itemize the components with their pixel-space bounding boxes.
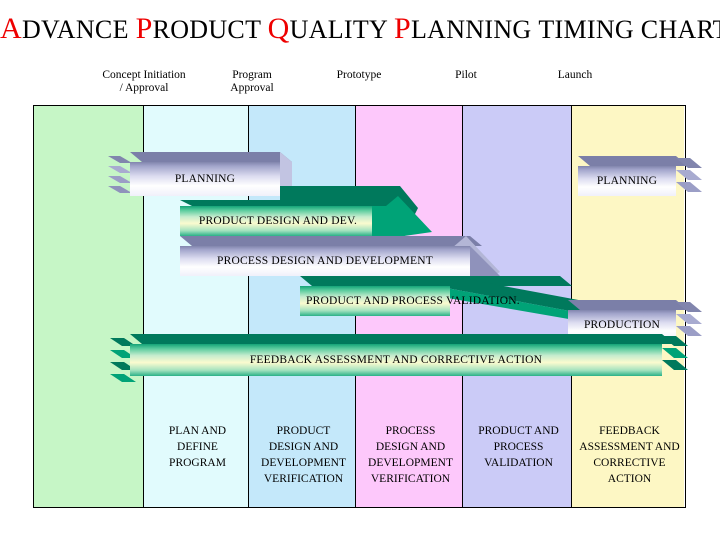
bar-validation-label: PRODUCT AND PROCESS VALIDATION. [306,295,520,307]
bar-planning-label: PLANNING [174,173,236,185]
bar-product-design-label: PRODUCT DESIGN AND DEV. [198,215,358,227]
deliverable-process-design: PROCESS DESIGN AND DEVELOPMENT VERIFICAT… [368,425,453,485]
title-word-1-rest: DVANCE [21,15,129,44]
bar-planning-label-box: PLANNING [130,162,280,196]
deliverable-feedback: FEEDBACK ASSESSMENT AND CORRECTIVE ACTIO… [579,425,680,485]
title-dropcap-a: A [0,12,22,45]
deliverable-product-design: PRODUCT DESIGN AND DEVELOPMENT VERIFICAT… [261,425,346,485]
deliverable-validation: PRODUCT AND PROCESS VALIDATION [478,425,559,469]
title-dropcap-p2: P [393,12,411,45]
title-dropcap-p1: P [135,12,153,45]
title-tail: TIMING CHART [538,15,720,44]
title-word-3-rest: UALITY [289,15,388,44]
bar-process-design-label-box: PROCESS DESIGN AND DEVELOPMENT [180,246,470,276]
page-title: ADVANCE PRODUCT QUALITY PLANNING TIMING … [0,12,720,46]
bar-product-design-label-box: PRODUCT DESIGN AND DEV. [182,206,374,236]
column-concept [34,106,144,507]
phase-label-pilot: Pilot [455,69,477,81]
title-word-4-rest: LANNING [410,15,532,44]
bar-production-label-box: PRODUCTION [568,310,676,340]
title-word-2-rest: RODUCT [152,15,261,44]
bar-production-label: PRODUCTION [583,319,661,331]
title-word-3: QUALITY [267,12,388,45]
deliverable-plan-define-program: PLAN AND DEFINE PROGRAM [168,425,227,469]
bar-feedback-label: FEEDBACK ASSESSMENT AND CORRECTIVE ACTIO… [249,354,543,366]
phase-label-prototype: Prototype [336,69,382,81]
title-word-1: ADVANCE [0,12,129,45]
phase-label-program-approval: Program Approval [230,69,274,94]
title-word-4: PLANNING [393,12,532,45]
bar-feedback-label-box: FEEDBACK ASSESSMENT AND CORRECTIVE ACTIO… [130,344,662,376]
bar-planning-launch-label: PLANNING [596,175,658,187]
phase-label-launch: Launch [557,69,593,81]
bar-process-design-label: PROCESS DESIGN AND DEVELOPMENT [217,255,433,267]
title-word-2: PRODUCT [135,12,261,45]
phase-label-concept-initiation: Concept Initiation / Approval [102,69,186,94]
bar-validation-label-box: PRODUCT AND PROCESS VALIDATION. [300,286,580,316]
bar-planning-launch-label-box: PLANNING [578,166,676,196]
title-dropcap-q: Q [267,12,290,45]
